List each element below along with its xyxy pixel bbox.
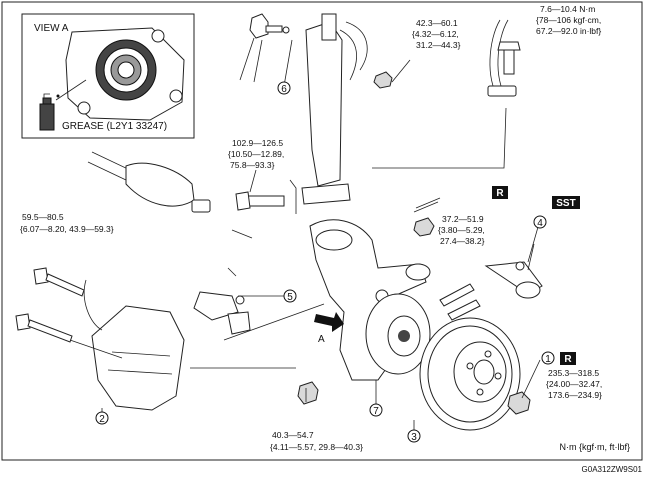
- view-a-inset: VIEW A GREASE (L2Y1 33247): [21, 13, 195, 139]
- brake-disc: [419, 317, 521, 431]
- torque-hub-nut-line3: 173.6—234.9}: [548, 390, 602, 400]
- view-a-arrow: A: [314, 312, 344, 345]
- torque-lower-arm-nut-line1: 40.3—54.7: [272, 430, 314, 440]
- tie-rod-end: [484, 243, 543, 299]
- callout-7: 7: [369, 403, 383, 417]
- shock-absorber: [301, 13, 368, 205]
- callout-2: 2: [95, 411, 109, 425]
- strut-nut: [373, 59, 411, 89]
- grease-icon: [39, 79, 87, 131]
- torque-caliper-bolts-line2: {6.07—8.20, 43.9—59.3}: [20, 224, 114, 234]
- hub-bearing-drawing: [65, 27, 185, 121]
- replace-tag-cotter: R: [492, 186, 508, 199]
- torque-tie-rod-nut-line1: 37.2—51.9: [442, 214, 484, 224]
- callout-1: 1: [541, 351, 555, 365]
- torque-caliper-bolts-line1: 59.5—80.5: [22, 212, 64, 222]
- torque-hub-nut: 235.3—318.5 {24.00—32.47, 173.6—234.9}: [546, 368, 602, 400]
- torque-strut-nut-line2: {4.32—6.12,: [412, 29, 459, 39]
- torque-tie-rod-nut-line3: 27.4—38.2}: [440, 236, 485, 246]
- replace-tag-cotter-label: R: [496, 188, 504, 199]
- wheel-hub: [365, 293, 481, 375]
- callout-5: 5: [283, 289, 297, 303]
- callout-4-label: 4: [537, 218, 543, 229]
- torque-lower-arm-nut: 40.3—54.7 {4.11—5.57, 29.8—40.3}: [270, 430, 363, 452]
- torque-knuckle-bolt-line3: 75.8—93.3}: [230, 160, 275, 170]
- callout-1-label: 1: [545, 354, 551, 365]
- torque-hub-nut-line2: {24.00—32.47,: [546, 379, 602, 389]
- torque-strut-nut-line1: 42.3—60.1: [416, 18, 458, 28]
- torque-strut-nut-line3: 31.2—44.3}: [416, 40, 461, 50]
- torque-hose-bolt: 7.6—10.4 N·m {78—106 kgf·cm, 67.2—92.0 i…: [536, 4, 601, 36]
- callout-3-label: 3: [411, 432, 417, 443]
- sst-tag-label: SST: [556, 198, 575, 209]
- torque-knuckle-bolt: 102.9—126.5 {10.50—12.89, 75.8—93.3}: [228, 138, 284, 170]
- leader-lines: [69, 39, 541, 430]
- drive-shaft: [87, 151, 211, 213]
- ball-joint: [193, 267, 251, 335]
- torque-knuckle-bolt-line2: {10.50—12.89,: [228, 149, 284, 159]
- knuckle-bolt: [235, 169, 285, 211]
- units-note: N·m {kgf·m, ft·lbf}: [559, 442, 630, 452]
- brake-hose: [372, 19, 521, 169]
- callout-2-label: 2: [99, 414, 105, 425]
- hub-nut: [507, 391, 531, 415]
- callout-4: 4: [533, 215, 547, 229]
- replace-tag-hub-nut: R: [560, 352, 576, 365]
- lower-arm-nut: [297, 381, 319, 405]
- stabilizer-link: [239, 13, 290, 83]
- brake-caliper: [83, 279, 185, 411]
- view-a-marker: A: [318, 334, 325, 345]
- caliper-bolt-lower: [15, 313, 73, 343]
- diagram-frame: [1, 1, 643, 461]
- torque-lower-arm-nut-line2: {4.11—5.57, 29.8—40.3}: [270, 442, 363, 452]
- figure-code: G0A312ZW9S01: [582, 465, 643, 474]
- torque-hose-bolt-line2: {78—106 kgf·cm,: [536, 15, 601, 25]
- callout-3: 3: [407, 429, 421, 443]
- hub-bolt: [439, 283, 475, 307]
- callout-6-label: 6: [281, 84, 287, 95]
- torque-caliper-bolts: 59.5—80.5 {6.07—8.20, 43.9—59.3}: [20, 212, 114, 234]
- torque-knuckle-bolt-line1: 102.9—126.5: [232, 138, 283, 148]
- callout-6: 6: [277, 81, 291, 95]
- torque-tie-rod-nut: 37.2—51.9 {3.80—5.29, 27.4—38.2}: [438, 214, 485, 246]
- torque-hub-nut-line1: 235.3—318.5: [548, 368, 599, 378]
- sst-tag: SST: [552, 196, 580, 209]
- torque-hose-bolt-line1: 7.6—10.4 N·m: [540, 4, 595, 14]
- torque-hose-bolt-line3: 67.2—92.0 in·lbf}: [536, 26, 601, 36]
- torque-strut-nut: 42.3—60.1 {4.32—6.12, 31.2—44.3}: [412, 18, 461, 50]
- grease-label: GREASE (L2Y1 33247): [62, 121, 167, 132]
- caliper-bolt-upper: [33, 267, 85, 297]
- torque-tie-rod-nut-line2: {3.80—5.29,: [438, 225, 485, 235]
- cotter-pin: [413, 197, 441, 213]
- replace-tag-hub-nut-label: R: [564, 354, 572, 365]
- view-a-title: VIEW A: [34, 23, 69, 34]
- callout-5-label: 5: [287, 292, 293, 303]
- callout-7-label: 7: [373, 406, 379, 417]
- tie-rod-nut: [413, 217, 435, 237]
